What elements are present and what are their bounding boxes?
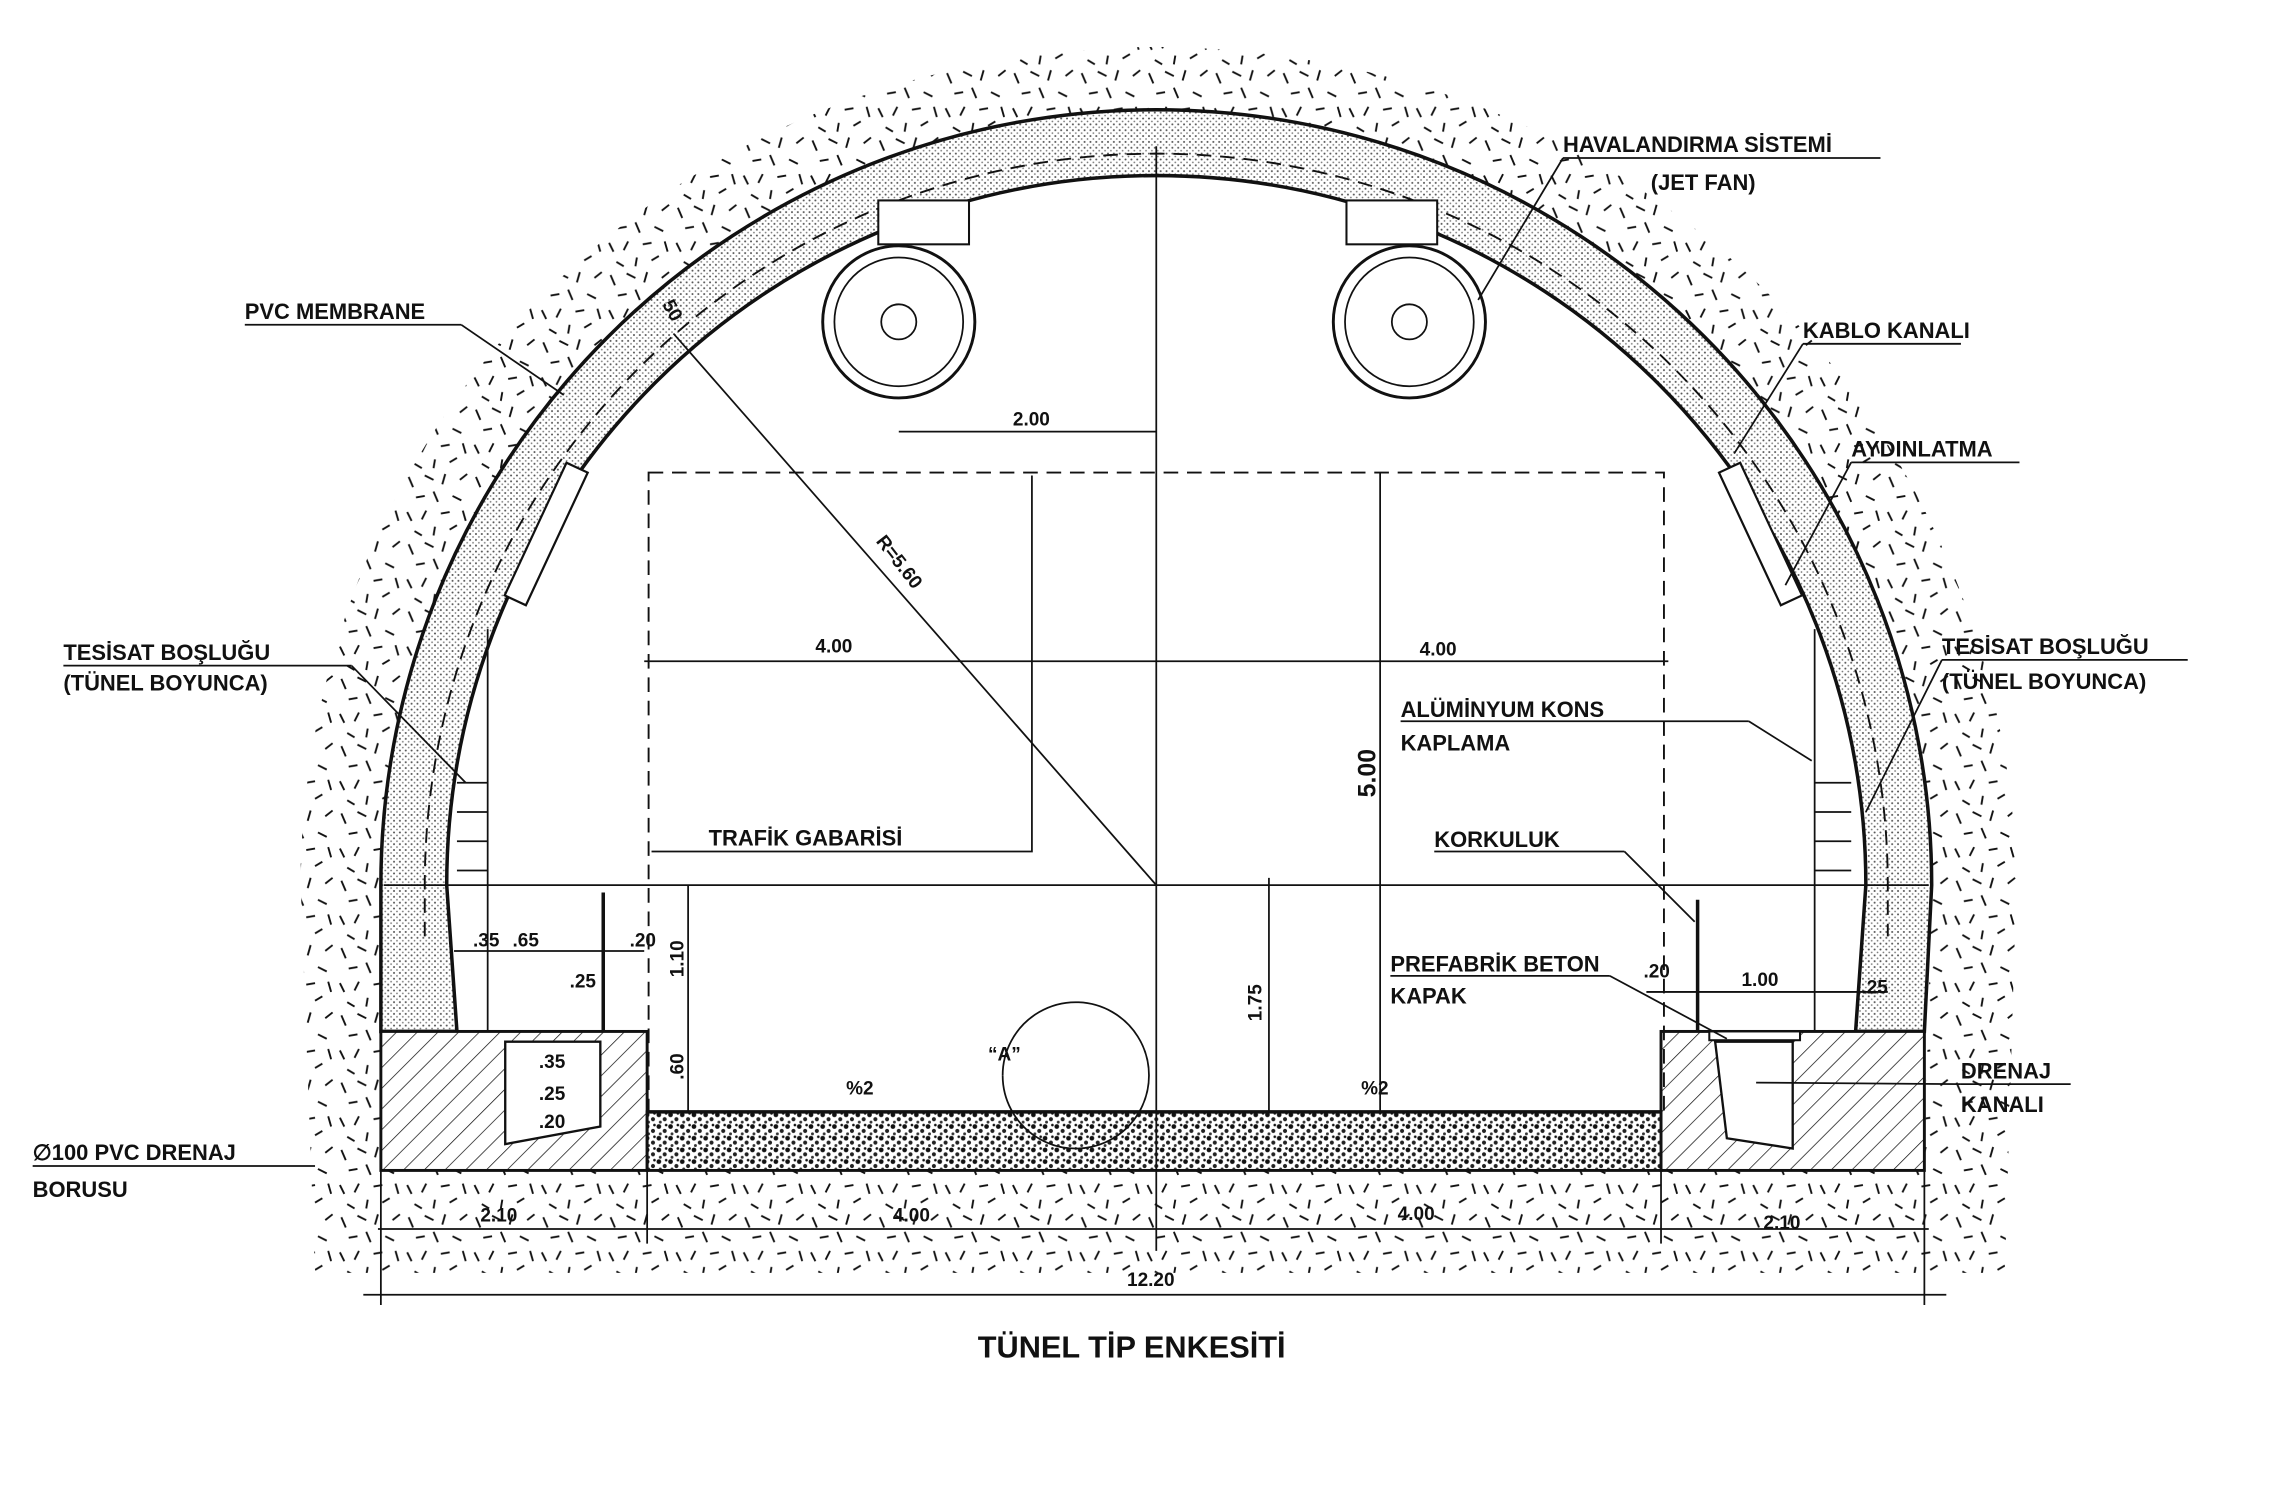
dim-right-20: .20 [1643,961,1669,982]
right-light-fixture [1717,461,1804,607]
dim-left-110: 1.10 [668,940,689,977]
dim-right-25: .25 [1861,977,1888,998]
label-drain-channel-2: KANALI [1961,1092,2044,1117]
dim-bottom-right-lane: 4.00 [1398,1204,1435,1225]
precast-cover [1708,1030,1802,1042]
label-detail-a: “A” [988,1045,1021,1066]
dim-left-20: .20 [630,931,656,952]
label-utility-left-2: (TÜNEL BOYUNCA) [63,671,267,696]
detail-a-circle [1001,1001,1150,1150]
right-drainage-channel [1713,1040,1794,1150]
concrete-lining [379,108,1934,1034]
road-pavement [645,1110,1663,1172]
right-utility-rack [1813,629,1852,1032]
dim-slope-left: %2 [846,1078,873,1099]
label-aluminium-2: KAPLAMA [1401,731,1511,756]
right-jet-fan [1331,199,1487,400]
dim-channel-25: .25 [539,1084,566,1105]
label-drain-pipe-2: BORUSU [33,1177,128,1202]
label-aluminium-1: ALÜMİNYUM KONS [1401,697,1605,722]
dim-left-60: .60 [668,1053,689,1079]
dim-springline-height: 1.75 [1246,984,1267,1021]
label-traffic-gauge: TRAFİK GABARİSİ [709,826,903,851]
dim-left-65: .65 [513,931,540,952]
label-precast-1: PREFABRİK BETON [1390,951,1599,976]
left-utility-rack [456,629,489,1032]
dim-half-width-left: 4.00 [815,637,852,658]
dim-left-35: .35 [473,931,500,952]
label-jet-fan: (JET FAN) [1651,170,1756,195]
dim-slope-right: %2 [1361,1078,1388,1099]
dim-fan-offset: 2.00 [1013,410,1050,431]
left-jet-fan [821,199,977,400]
dim-gauge-height: 5.00 [1354,749,1382,797]
dim-channel-20: .20 [539,1112,565,1133]
label-utility-left-1: TESİSAT BOŞLUĞU [63,640,270,665]
radius-line [672,332,1157,886]
dim-half-width-right: 4.00 [1420,639,1457,660]
dim-left-25: .25 [570,972,597,993]
label-ventilation: HAVALANDIRMA SİSTEMİ [1563,132,1832,157]
label-utility-right-2: (TÜNEL BOYUNCA) [1942,669,2146,694]
label-utility-right-1: TESİSAT BOŞLUĞU [1942,634,2149,659]
dim-channel-35: .35 [539,1052,566,1073]
label-lighting: AYDINLATMA [1851,436,1993,461]
dim-bottom-left-lane: 4.00 [893,1206,930,1227]
dim-bottom-right-side: 2.10 [1763,1213,1800,1234]
label-guardrail: KORKULUK [1434,827,1560,852]
label-drain-pipe-1: ∅100 PVC DRENAJ [33,1140,236,1165]
drawing-title: TÜNEL TİP ENKESİTİ [978,1330,1286,1365]
label-precast-2: KAPAK [1390,984,1467,1009]
label-drain-channel-1: DRENAJ [1961,1058,2051,1083]
dim-right-100: 1.00 [1741,970,1778,991]
dim-bottom-left-side: 2.10 [480,1206,517,1227]
label-pvc-membrane: PVC MEMBRANE [245,299,425,324]
left-utility-channel [504,1040,602,1146]
dim-total-width: 12.20 [1127,1270,1175,1291]
label-cable-channel: KABLO KANALI [1803,318,1970,343]
left-light-fixture [503,461,590,607]
